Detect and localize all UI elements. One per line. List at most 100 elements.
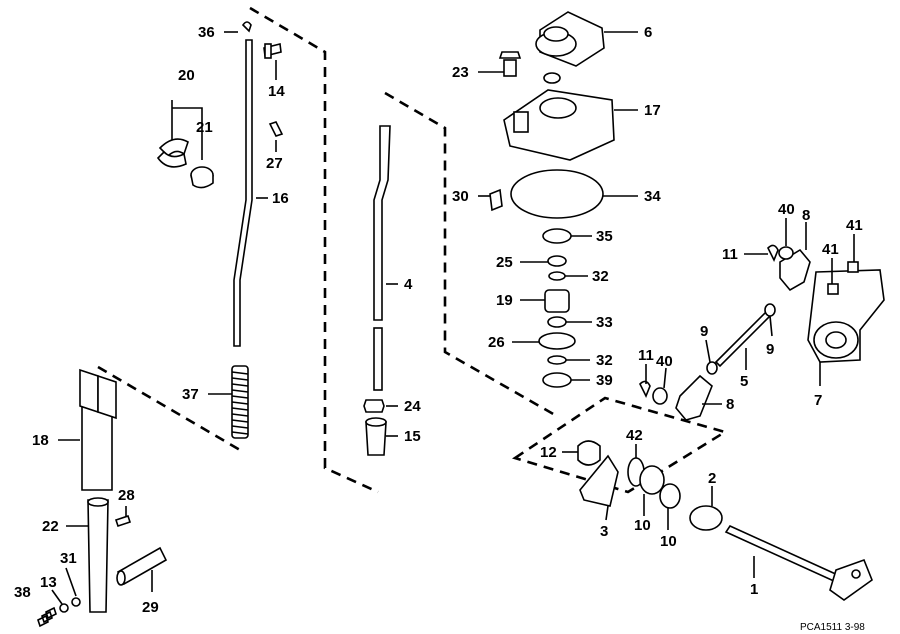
cover-6-knob bbox=[543, 26, 569, 42]
callout-1: 1 bbox=[750, 581, 758, 598]
callout-28: 28 bbox=[118, 487, 135, 504]
callout-40-upper: 40 bbox=[778, 201, 795, 218]
callout-35: 35 bbox=[596, 228, 613, 245]
nut-9a bbox=[764, 303, 776, 317]
clip-11-lower bbox=[639, 380, 651, 398]
spring-38 bbox=[37, 606, 57, 628]
callout-41-right: 41 bbox=[846, 217, 863, 234]
lever-8-upper bbox=[779, 248, 811, 292]
housing-17-arm bbox=[513, 111, 529, 133]
dashed-outline-upper-rod bbox=[249, 6, 379, 494]
callout-31: 31 bbox=[60, 550, 77, 567]
pin-28 bbox=[114, 514, 132, 528]
clip-36 bbox=[241, 21, 252, 33]
screw-23-head bbox=[498, 51, 522, 59]
screw-23 bbox=[503, 59, 517, 77]
shaft-22-top bbox=[87, 497, 109, 507]
leader-13 bbox=[51, 589, 63, 605]
coupler-15-top bbox=[365, 417, 387, 427]
callout-26: 26 bbox=[488, 334, 505, 351]
callout-25: 25 bbox=[496, 254, 513, 271]
rod-4-lower bbox=[373, 327, 383, 391]
callout-8-lower: 8 bbox=[726, 396, 734, 413]
bushing-21-side bbox=[190, 174, 214, 189]
ring-32a bbox=[548, 271, 566, 281]
callout-30: 30 bbox=[452, 188, 469, 205]
callout-32-upper: 32 bbox=[592, 268, 609, 285]
callout-40-lower: 40 bbox=[656, 353, 673, 370]
callout-12: 12 bbox=[540, 444, 557, 461]
nut-24 bbox=[363, 399, 385, 413]
dashed-outline-shift bbox=[511, 396, 729, 494]
housing-17-boss bbox=[539, 97, 577, 119]
spring-37 bbox=[231, 365, 249, 439]
callout-7: 7 bbox=[814, 392, 822, 409]
washer-40-lower bbox=[652, 387, 668, 405]
callout-36: 36 bbox=[198, 24, 215, 41]
pin-27 bbox=[268, 121, 284, 137]
callout-13: 13 bbox=[40, 574, 57, 591]
callout-37: 37 bbox=[182, 386, 199, 403]
callout-21: 21 bbox=[196, 119, 213, 136]
ring-13 bbox=[59, 603, 69, 613]
washer-26 bbox=[538, 332, 576, 350]
lever-18-fork bbox=[97, 374, 117, 420]
callout-38: 38 bbox=[14, 584, 31, 601]
oring-34 bbox=[510, 169, 604, 219]
callout-20: 20 bbox=[178, 67, 195, 84]
callout-2: 2 bbox=[708, 470, 716, 487]
callout-18: 18 bbox=[32, 432, 49, 449]
callout-27: 27 bbox=[266, 155, 283, 172]
lever-18-top bbox=[79, 368, 99, 414]
housing-17 bbox=[503, 89, 615, 161]
callout-10-left: 10 bbox=[634, 517, 651, 534]
callout-8-upper: 8 bbox=[802, 207, 810, 224]
washer-40-upper bbox=[778, 246, 794, 260]
shaft-1-hole bbox=[851, 569, 861, 579]
callout-34: 34 bbox=[644, 188, 661, 205]
washer-25 bbox=[547, 255, 567, 267]
callout-4: 4 bbox=[404, 276, 413, 293]
leader-40-lower bbox=[663, 367, 667, 389]
plunger-29-end bbox=[116, 570, 126, 586]
nut-12 bbox=[577, 440, 601, 466]
callout-6: 6 bbox=[644, 24, 652, 41]
coupler-15 bbox=[365, 421, 387, 456]
callout-29: 29 bbox=[142, 599, 159, 616]
callout-32-lower: 32 bbox=[596, 352, 613, 369]
leader-31 bbox=[65, 567, 77, 597]
callout-41-left: 41 bbox=[822, 241, 839, 258]
housing-17-post bbox=[543, 72, 561, 84]
bushing-10b bbox=[659, 483, 681, 509]
shaft-22 bbox=[87, 499, 109, 613]
lever-8-lower bbox=[675, 374, 713, 421]
bolt-41a bbox=[827, 283, 839, 295]
bracket-3 bbox=[579, 454, 619, 507]
callout-5: 5 bbox=[740, 373, 748, 390]
callout-19: 19 bbox=[496, 292, 513, 309]
leader-9-lower bbox=[705, 339, 711, 363]
bracket-7-hole bbox=[825, 331, 847, 349]
callout-9-lower: 9 bbox=[700, 323, 708, 340]
bolt-head-14 bbox=[264, 43, 272, 59]
figure-code: PCA1511 3-98 bbox=[800, 622, 865, 633]
callout-10-right: 10 bbox=[660, 533, 677, 550]
dashed-outline-mid bbox=[384, 91, 556, 417]
leader-9-upper bbox=[769, 315, 773, 337]
leader-3 bbox=[605, 505, 609, 521]
shift-rod-16 bbox=[233, 39, 253, 347]
bolt-41b bbox=[847, 261, 859, 273]
ball-31 bbox=[71, 597, 81, 607]
clip-11-upper bbox=[767, 244, 779, 262]
callout-14: 14 bbox=[268, 83, 285, 100]
bushing-10a bbox=[639, 465, 665, 495]
callout-16: 16 bbox=[272, 190, 289, 207]
retaining-ring-39 bbox=[542, 372, 572, 388]
callout-42: 42 bbox=[626, 427, 643, 444]
seal-19 bbox=[544, 289, 570, 313]
callout-9-upper: 9 bbox=[766, 341, 774, 358]
ring-33 bbox=[547, 316, 567, 328]
callout-22: 22 bbox=[42, 518, 59, 535]
callout-23: 23 bbox=[452, 64, 469, 81]
